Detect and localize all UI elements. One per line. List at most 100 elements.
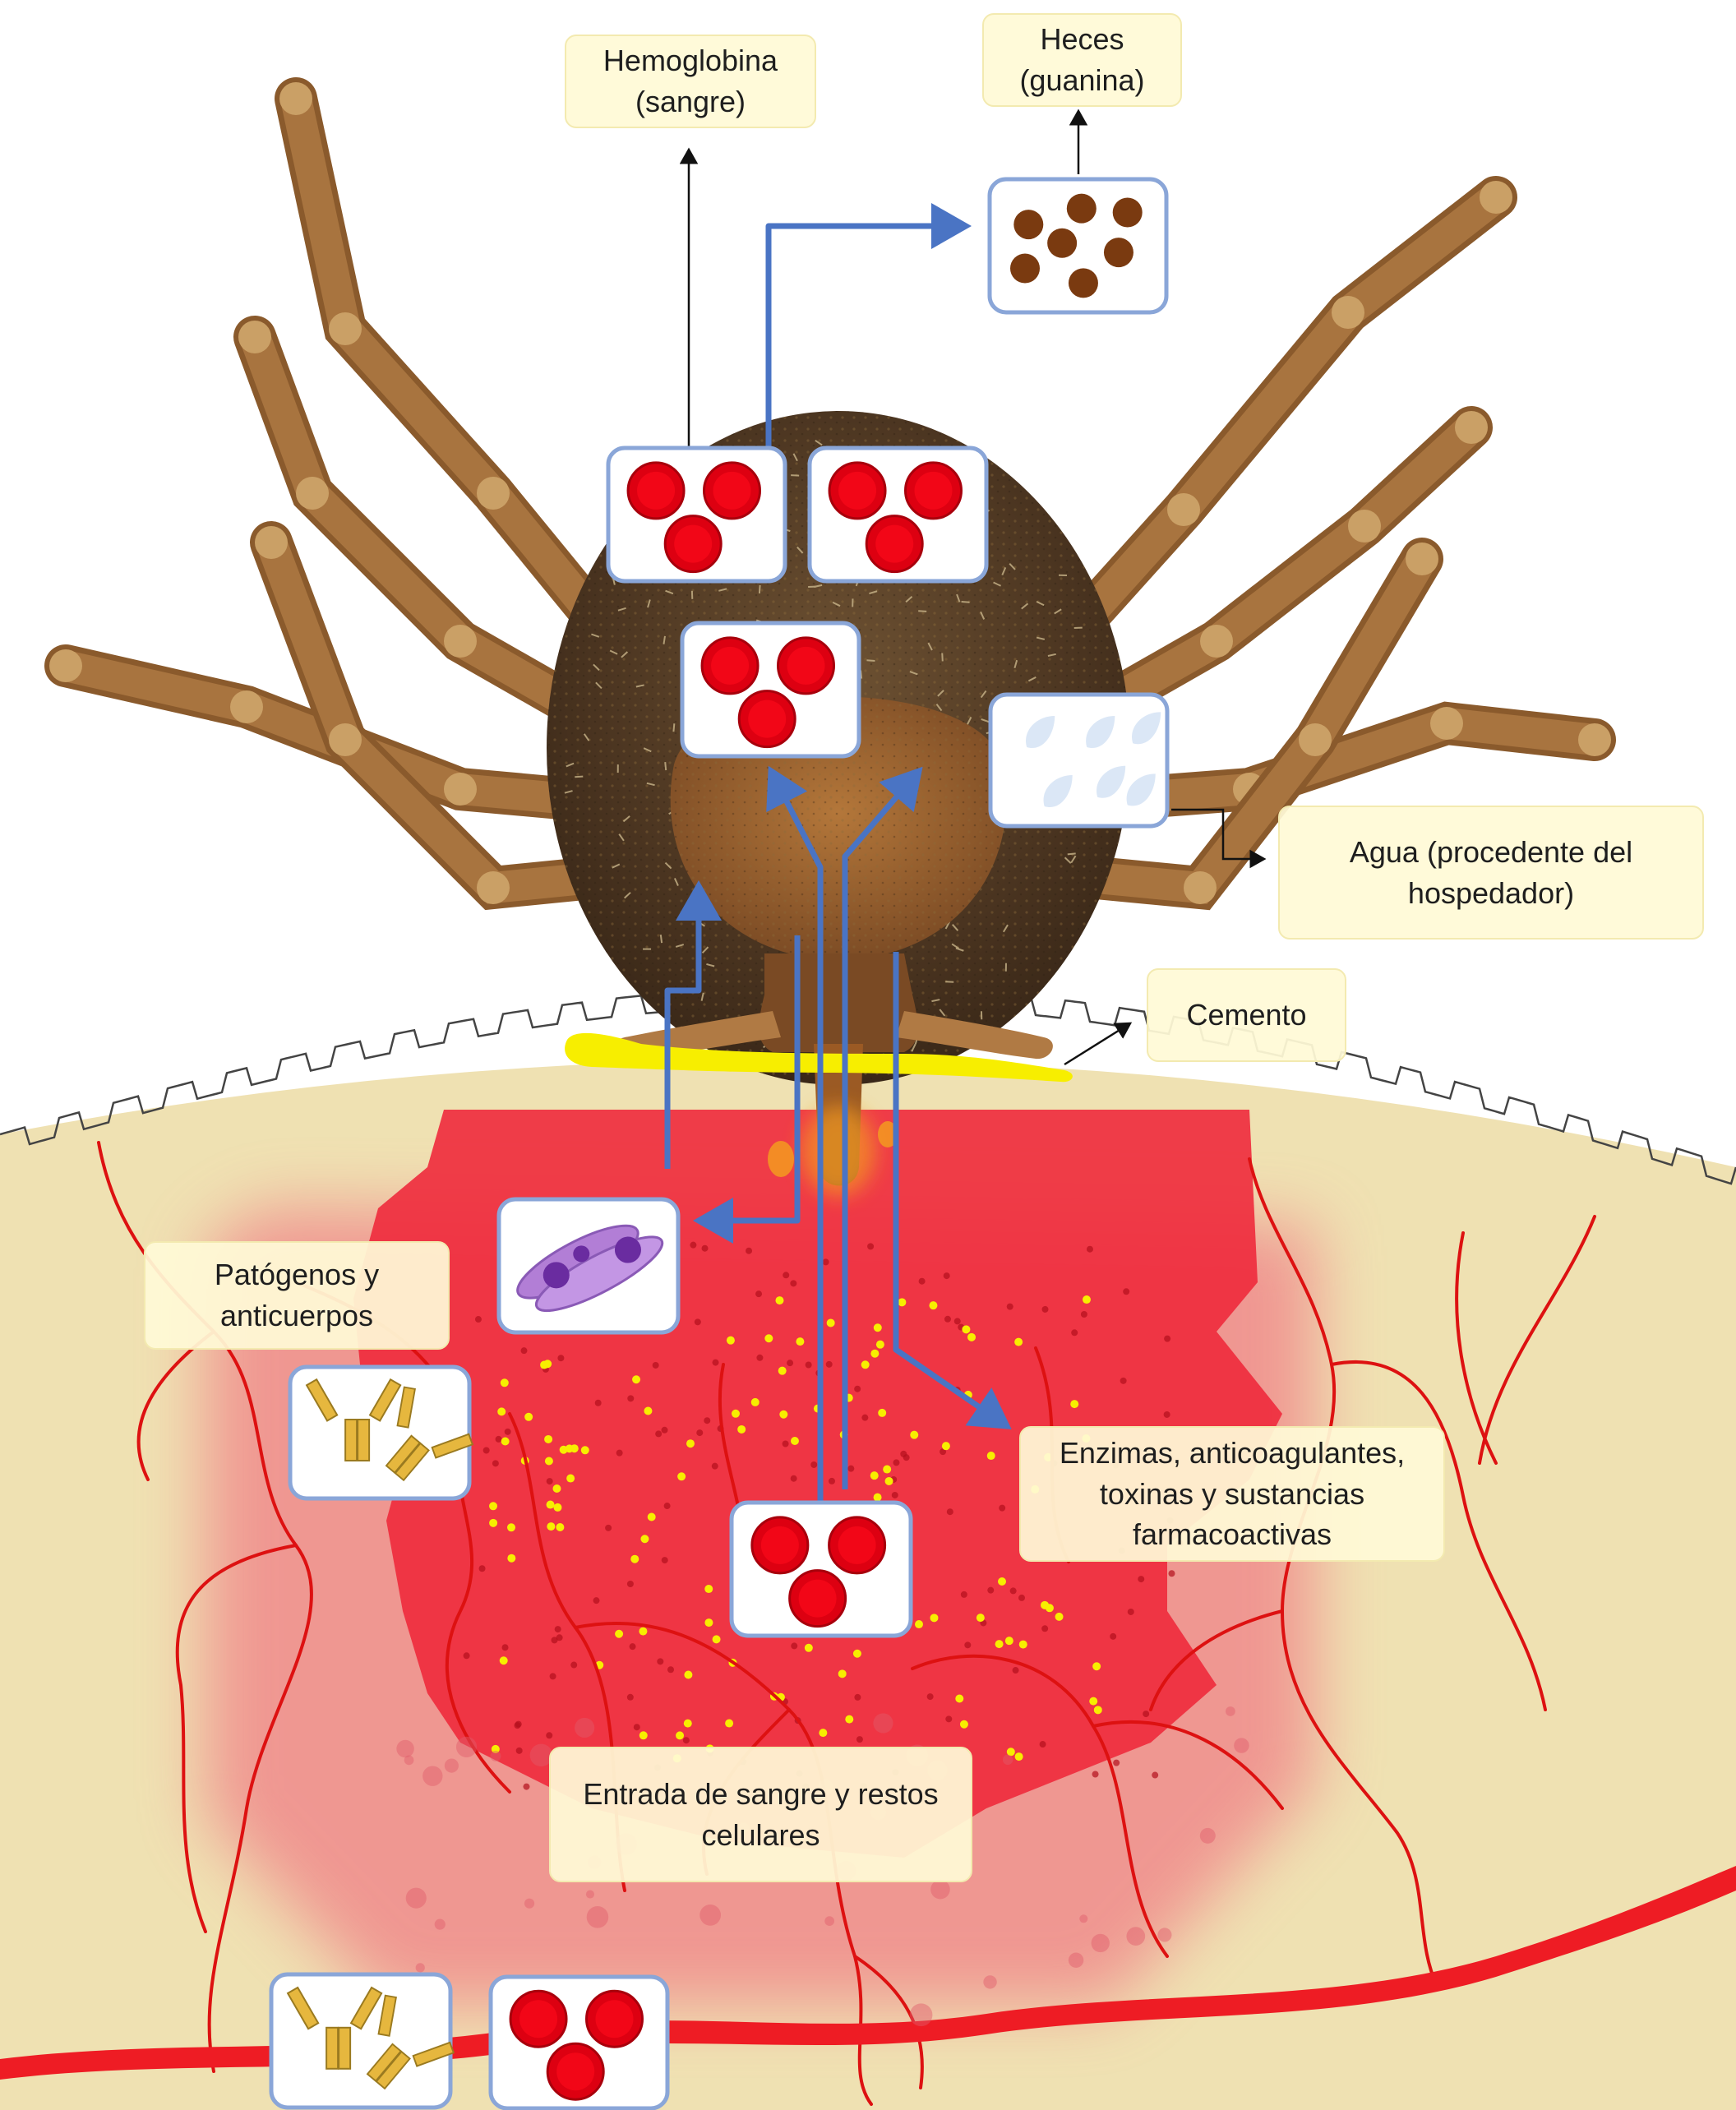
red-blood-cell-center <box>761 1526 799 1564</box>
feces-pellet <box>1069 268 1098 298</box>
feces-pellets-icon <box>990 179 1166 312</box>
saliva-particle <box>870 1471 879 1480</box>
host-cell-dot <box>1018 1595 1025 1601</box>
saliva-particle <box>556 1523 564 1531</box>
host-cell-dot <box>1168 1570 1175 1577</box>
cement-label: Cemento <box>1147 968 1346 1062</box>
tick-hair <box>661 935 662 943</box>
tick-hair <box>665 762 666 770</box>
host-cell-dot <box>961 1591 967 1598</box>
saliva-particle <box>1005 1637 1013 1645</box>
host-cell-dot <box>1041 1306 1048 1313</box>
host-cell-dot <box>696 1429 703 1436</box>
tick-leg-joint <box>255 526 288 559</box>
tick-leg-joint <box>230 690 263 723</box>
saliva-particle <box>615 1630 623 1638</box>
host-cell-dot <box>919 1278 926 1285</box>
host-cell-dot <box>945 1715 952 1722</box>
tick-leg-joint <box>1200 625 1233 658</box>
spatter-blob <box>435 1919 446 1930</box>
host-cell-dot <box>1113 1760 1120 1766</box>
tick-leg-joint <box>329 312 362 345</box>
tick-hair <box>945 981 953 982</box>
saliva-particle <box>501 1378 509 1387</box>
saliva-particle <box>1070 1400 1078 1408</box>
host-cell-dot <box>756 1355 763 1361</box>
spatter-blob <box>575 1718 594 1738</box>
red-blood-cell-center <box>596 2000 634 2038</box>
saliva-particle <box>686 1439 695 1447</box>
saliva-particle <box>489 1502 497 1510</box>
saliva-particle <box>570 1444 579 1452</box>
saliva-particle <box>1089 1697 1097 1706</box>
saliva-particle <box>737 1425 746 1434</box>
saliva-particle <box>1019 1641 1027 1649</box>
saliva-particle <box>1092 1662 1101 1670</box>
host-cell-dot <box>483 1447 490 1454</box>
host-cell-dot <box>657 1658 663 1664</box>
host-cell-dot <box>755 1290 762 1297</box>
blood-entry-label: Entrada de sangre y restos celulares <box>549 1747 972 1882</box>
host-cell-dot <box>893 1459 899 1466</box>
feces-pellet <box>1047 229 1077 258</box>
red-blood-cell-center <box>875 525 913 563</box>
red-blood-cell-center <box>637 472 675 510</box>
saliva-particle <box>910 1431 918 1439</box>
host-cell-dot <box>523 1784 529 1790</box>
host-cell-dot <box>867 1243 874 1249</box>
protozoan-nucleus <box>573 1245 589 1262</box>
red-blood-cell-center <box>711 647 749 685</box>
saliva-particle <box>838 1669 847 1678</box>
saliva-particle <box>876 1341 884 1349</box>
spatter-blob <box>1200 1828 1216 1844</box>
host-cell-dot <box>464 1652 470 1659</box>
host-cell-dot <box>854 1386 861 1392</box>
red-blood-cell-center <box>838 1526 876 1564</box>
spatter-blob <box>1092 1934 1110 1952</box>
saliva-particle <box>976 1614 985 1622</box>
tick-leg-joint <box>238 321 271 353</box>
red-blood-cell-center <box>748 700 786 738</box>
saliva-particle <box>648 1513 656 1521</box>
saliva-particle <box>524 1413 533 1421</box>
cement-arrow <box>1064 1023 1130 1064</box>
feces-pellet <box>1113 198 1143 228</box>
red-blood-cell-center <box>519 2000 557 2038</box>
saliva-particle <box>704 1618 713 1627</box>
tick-hair <box>1068 853 1076 854</box>
spatter-blob <box>456 1737 477 1757</box>
host-cell-dot <box>1128 1609 1134 1615</box>
red-blood-cell-center <box>674 525 712 563</box>
saliva-particle <box>732 1410 740 1418</box>
tick-hair <box>942 653 943 661</box>
host-cell-dot <box>1110 1633 1116 1640</box>
red-blood-cells-icon <box>810 448 986 581</box>
host-cell-dot <box>783 1440 789 1447</box>
saliva-particle <box>713 1635 721 1643</box>
saliva-particle <box>725 1720 733 1728</box>
tick-leg-joint <box>1348 510 1381 543</box>
tick-leg-joint <box>1406 543 1438 575</box>
saliva-particle <box>684 1670 692 1678</box>
spatter-blob <box>587 1906 609 1928</box>
saliva-particle <box>581 1446 589 1454</box>
host-cell-dot <box>900 1451 907 1457</box>
tick-hair <box>866 660 875 661</box>
saliva-particle <box>874 1323 882 1332</box>
saliva-particle <box>827 1318 835 1327</box>
saliva-particle <box>874 1494 882 1502</box>
host-cell-dot <box>593 1597 600 1604</box>
water-drops-icon <box>990 695 1167 826</box>
tick-leg-joint <box>1455 411 1488 444</box>
feces-label: Heces (guanina) <box>982 13 1182 107</box>
spatter-blob <box>416 1963 425 1972</box>
saliva-particle <box>962 1325 970 1333</box>
host-cell-dot <box>861 1415 868 1421</box>
tick-leg-joint <box>279 82 312 115</box>
spatter-blob <box>910 2003 933 2026</box>
host-cell-dot <box>556 1634 563 1641</box>
saliva-particle <box>544 1435 552 1443</box>
pathogens-label: Patógenos y anticuerpos <box>144 1241 450 1350</box>
host-cell-dot <box>479 1565 486 1572</box>
